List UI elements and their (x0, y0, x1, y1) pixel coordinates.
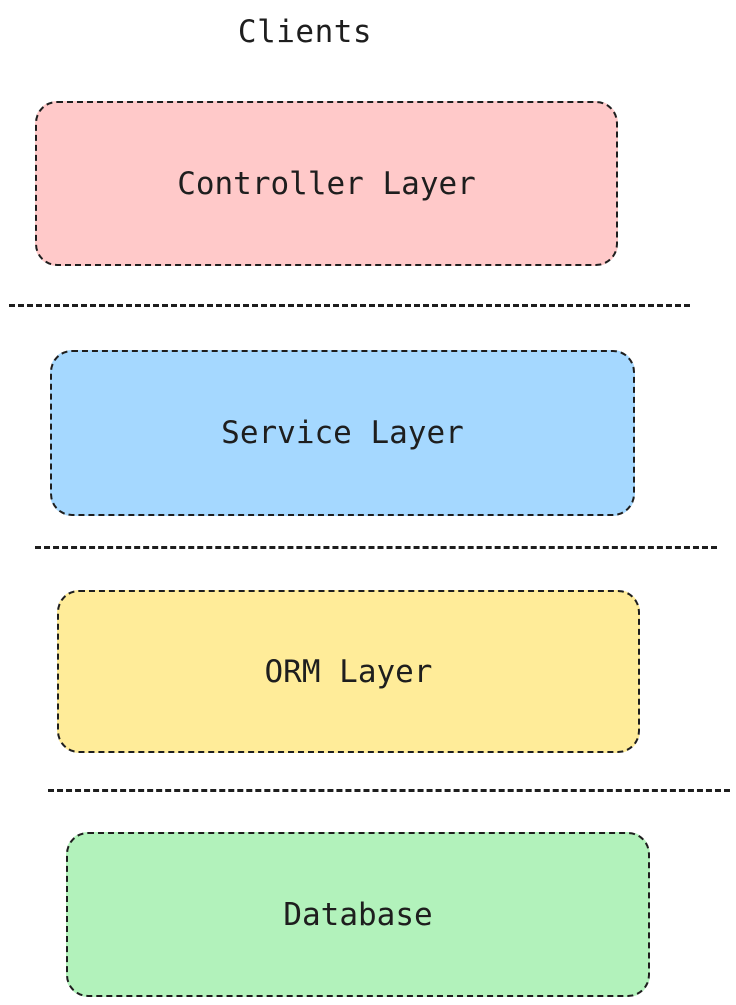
separator-line (9, 304, 690, 307)
database-layer-box[interactable]: Database (66, 832, 650, 997)
orm-layer-label: ORM Layer (264, 653, 433, 690)
separator-line (35, 546, 717, 549)
service-layer-box[interactable]: Service Layer (50, 350, 635, 516)
service-layer-label: Service Layer (221, 415, 464, 451)
database-layer-label: Database (283, 896, 433, 933)
separator-line (48, 789, 730, 792)
clients-label: Clients (237, 14, 373, 50)
controller-layer-box[interactable]: Controller Layer (35, 101, 618, 266)
orm-layer-box[interactable]: ORM Layer (57, 590, 640, 753)
controller-layer-label: Controller Layer (177, 165, 476, 202)
